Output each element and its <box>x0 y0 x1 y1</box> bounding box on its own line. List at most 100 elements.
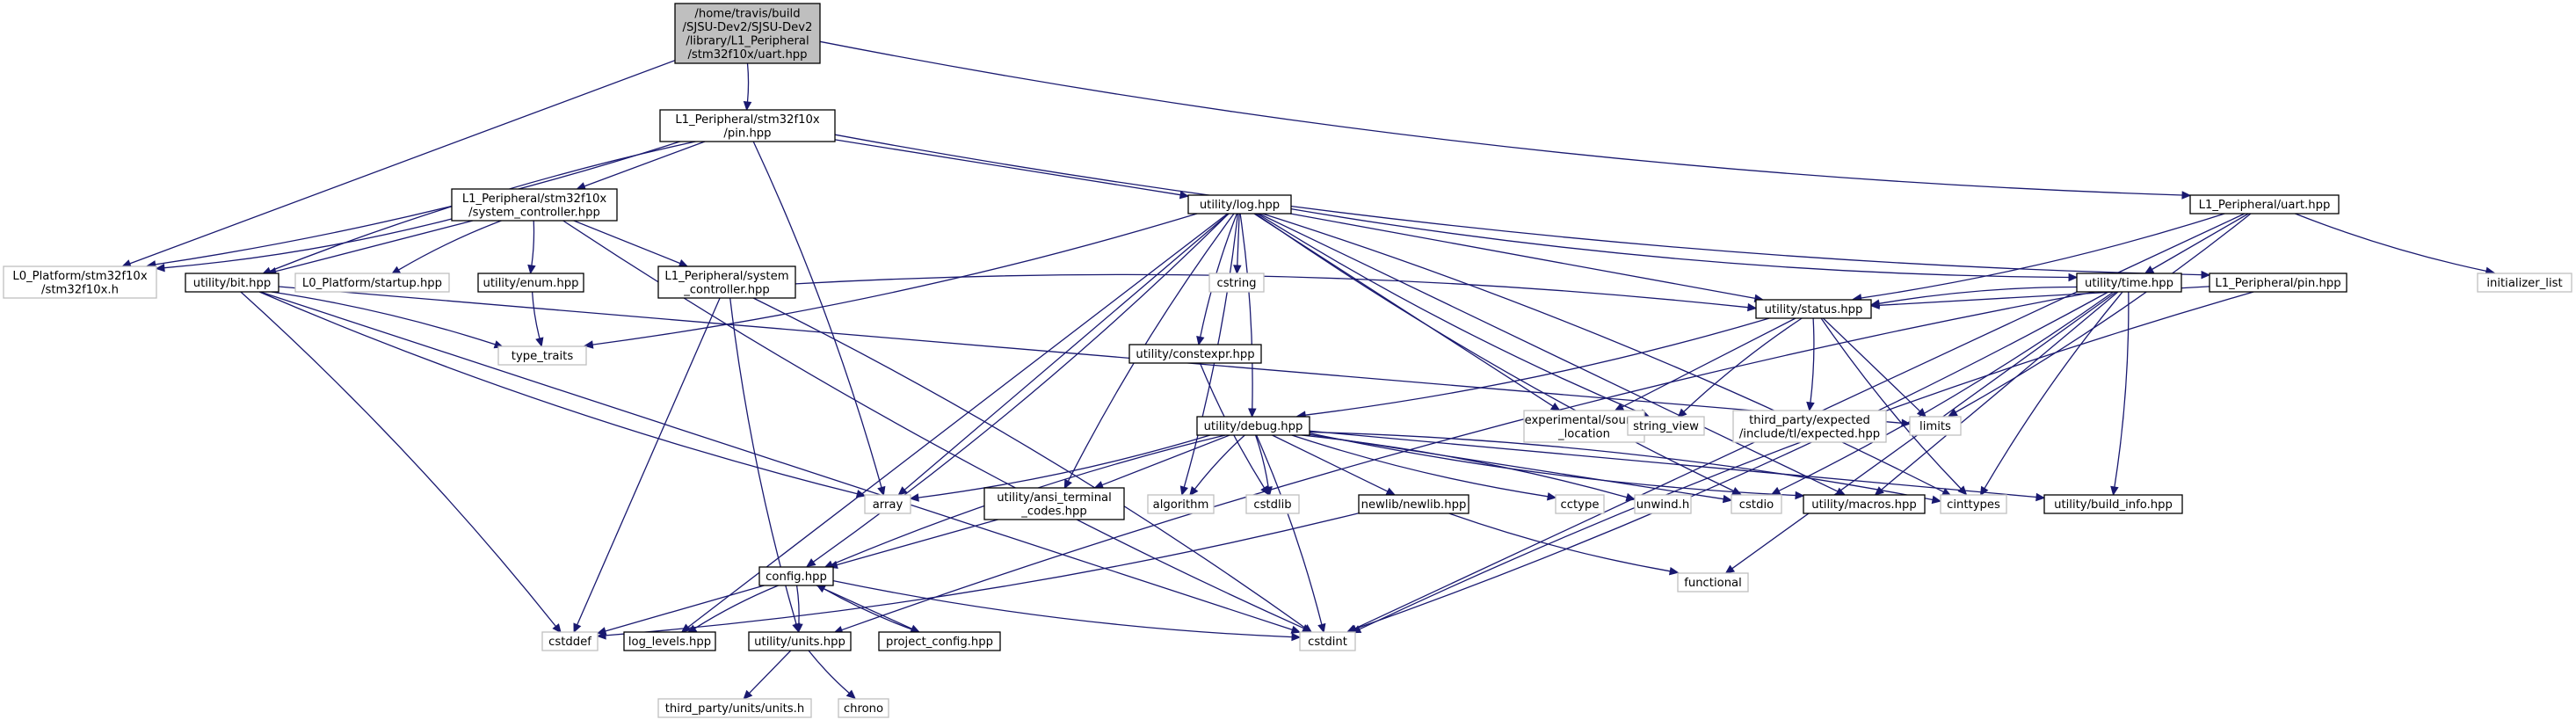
edge-line <box>903 213 1230 491</box>
node-log[interactable]: utility/log.hpp <box>1187 194 1292 214</box>
node-log-levels[interactable]: log_levels.hpp <box>623 631 716 651</box>
edge-line <box>795 585 800 625</box>
node-bit[interactable]: utility/bit.hpp <box>185 273 279 293</box>
node-sysctl-stm[interactable]: L1_Peripheral/stm32f10x/system_controlle… <box>451 188 618 222</box>
edge-line <box>836 519 998 566</box>
edge-line <box>1272 434 1389 492</box>
node-pin-stm[interactable]: L1_Peripheral/stm32f10x/pin.hpp <box>659 109 836 142</box>
edge-time-to-build_info <box>2110 291 2130 497</box>
edge-units-to-units_h <box>743 650 792 700</box>
edge-uart_per-to-initializer_list <box>2295 213 2496 275</box>
node-label-line: utility/bit.hpp <box>193 277 271 290</box>
node-box <box>1803 494 1926 514</box>
node-unwind: unwind.h <box>1634 494 1692 514</box>
edge-debug-to-algorithm <box>1189 434 1245 497</box>
node-stm32f10x-h: L0_Platform/stm32f10x/stm32f10x.h <box>3 265 157 299</box>
node-label-line: third_party/units/units.h <box>665 702 804 716</box>
node-pin-per[interactable]: L1_Peripheral/pin.hpp <box>2209 273 2347 293</box>
edge-arrowhead <box>2144 265 2155 274</box>
edge-arrowhead <box>1546 492 1557 501</box>
node-cstdlib: cstdlib <box>1245 494 1300 514</box>
node-box <box>1208 273 1265 293</box>
node-ansi[interactable]: utility/ansi_terminal_codes.hpp <box>983 487 1125 520</box>
edge-debug-to-cinttypes <box>1309 431 1942 505</box>
edge-line <box>573 220 681 265</box>
node-label-line: utility/log.hpp <box>1200 199 1280 212</box>
node-units[interactable]: utility/units.hpp <box>748 631 852 651</box>
node-label-line: utility/build_info.hpp <box>2054 498 2173 512</box>
edge-line <box>1861 213 2225 299</box>
node-box <box>878 631 1001 651</box>
edge-arrowhead <box>1264 486 1273 497</box>
edge-line <box>258 291 858 495</box>
edge-line <box>1822 317 1921 412</box>
node-label-line: log_levels.hpp <box>628 636 711 649</box>
node-box <box>541 631 599 651</box>
node-cinttypes: cinttypes <box>1940 494 2007 514</box>
node-enum[interactable]: utility/enum.hpp <box>477 273 584 293</box>
node-label-line: experimental/source <box>1525 414 1644 427</box>
node-box <box>1245 494 1300 514</box>
node-box <box>1677 572 1749 593</box>
node-config[interactable]: config.hpp <box>758 566 834 586</box>
node-box <box>983 487 1125 520</box>
node-macros[interactable]: utility/macros.hpp <box>1803 494 1926 514</box>
node-label-line: _location <box>1557 427 1610 440</box>
node-box <box>1128 344 1262 364</box>
edge-line <box>1448 513 1671 572</box>
edge-arrowhead <box>1317 622 1326 634</box>
node-constexpr[interactable]: utility/constexpr.hpp <box>1128 344 1262 364</box>
edge-line <box>752 141 882 488</box>
edge-arrowhead <box>909 493 919 502</box>
edge-sysctl_stm-to-enum <box>527 220 536 275</box>
edge-arrowhead <box>1724 564 1736 574</box>
node-label-line: cctype <box>1561 498 1600 512</box>
edge-log-to-time <box>1290 207 2079 282</box>
edge-sysctl_stm-to-sysctl <box>573 220 689 267</box>
node-label-line: functional <box>1684 577 1742 590</box>
node-time[interactable]: utility/time.hpp <box>2076 273 2182 293</box>
node-label-line: L0_Platform/startup.hpp <box>302 277 442 290</box>
edge-status-to-string_view <box>1677 317 1803 418</box>
edge-line <box>1778 291 2115 491</box>
edge-arrowhead <box>2068 273 2079 282</box>
node-status[interactable]: utility/status.hpp <box>1755 299 1872 319</box>
edge-arrowhead <box>1189 486 1199 497</box>
edge-line <box>746 62 750 103</box>
edge-time-to-units <box>832 291 2095 634</box>
edge-log-to-cstring <box>1233 213 1242 275</box>
node-type-traits: type_traits <box>497 345 587 366</box>
node-build-info[interactable]: utility/build_info.hpp <box>2043 494 2183 514</box>
node-project-config[interactable]: project_config.hpp <box>878 631 1001 651</box>
edge-arrowhead <box>877 485 886 497</box>
node-sysctl[interactable]: L1_Peripheral/system_controller.hpp <box>657 265 796 299</box>
edge-line <box>129 60 676 265</box>
edge-line <box>577 297 721 626</box>
edge-line <box>1254 434 1269 488</box>
edge-arrowhead <box>527 264 536 275</box>
edge-line <box>694 585 779 629</box>
edge-arrowhead <box>1233 265 1242 275</box>
node-units-h: third_party/units/units.h <box>657 698 812 718</box>
node-newlib[interactable]: newlib/newlib.hpp <box>1358 494 1469 514</box>
edge-enum-to-type_traits <box>531 291 544 347</box>
edge-line <box>752 297 1306 629</box>
edge-time-to-cstdio <box>1770 291 2115 495</box>
edge-log-to-debug <box>1239 213 1257 418</box>
edge-line <box>1262 213 1944 493</box>
edge-arrowhead <box>806 558 816 568</box>
edge-line <box>813 213 1230 563</box>
edge-log-to-cstdio <box>1255 213 1742 495</box>
node-debug[interactable]: utility/debug.hpp <box>1196 416 1310 436</box>
edge-line <box>808 650 850 694</box>
edge-line <box>592 213 1198 345</box>
edge-arrowhead <box>1948 408 1958 418</box>
node-box <box>864 494 911 514</box>
edge-line <box>2152 213 2249 271</box>
node-root[interactable]: /home/travis/build/SJSU-Dev2/SJSU-Dev2/l… <box>674 3 821 64</box>
edge-arrowhead <box>1179 190 1190 200</box>
node-uart-per[interactable]: L1_Peripheral/uart.hpp <box>2189 194 2340 214</box>
node-box <box>838 698 889 718</box>
edge-debug-to-cstdlib <box>1254 434 1273 497</box>
